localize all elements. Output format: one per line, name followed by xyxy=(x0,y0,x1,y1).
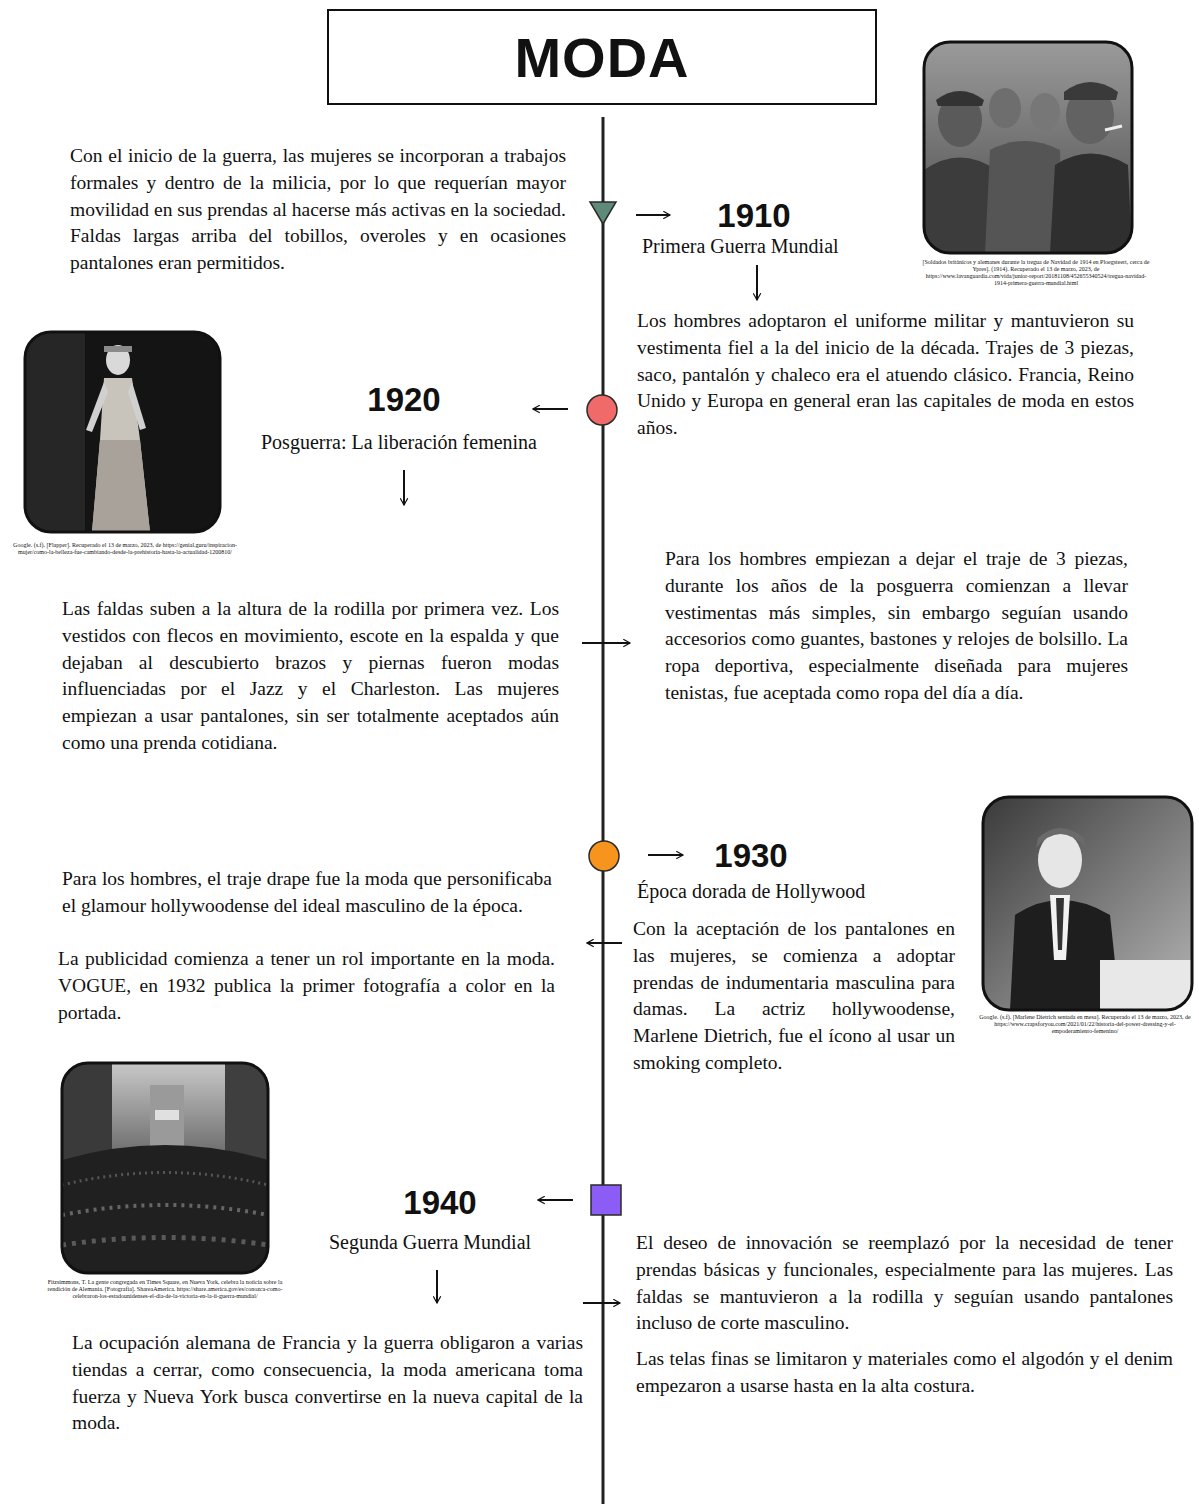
photo-frame xyxy=(924,42,1132,253)
photo-ground xyxy=(924,42,1132,253)
headband xyxy=(104,346,132,352)
body-text: Para los hombres empiezan a dejar el tra… xyxy=(665,546,1128,707)
year-label: 1930 xyxy=(686,836,816,876)
soldier-head xyxy=(1030,93,1060,131)
pointer-arrow xyxy=(403,470,405,505)
dress-fringe xyxy=(92,440,150,532)
body-text: Los hombres adoptaron el uniforme milita… xyxy=(637,308,1134,442)
soldier-coat xyxy=(985,141,1062,253)
timeline-marker xyxy=(590,202,616,224)
crowd xyxy=(62,1145,268,1273)
crowd-texture xyxy=(62,1205,268,1215)
soldier-head xyxy=(989,88,1021,128)
timeline-marker xyxy=(589,841,619,871)
cigarette xyxy=(1105,126,1122,130)
pointer-arrow xyxy=(533,408,568,410)
figure-shirt xyxy=(1050,895,1070,960)
billboard xyxy=(155,1110,179,1120)
year-label: 1920 xyxy=(339,380,469,420)
figure-head xyxy=(1038,832,1082,888)
photo-soldiers xyxy=(924,42,1132,253)
crowd-texture xyxy=(62,1238,268,1246)
figure-hair xyxy=(1036,828,1086,848)
pointer-arrow xyxy=(436,1270,438,1303)
pointer-arrow xyxy=(538,1199,573,1201)
curtain xyxy=(25,332,85,532)
pointer-arrow xyxy=(587,942,622,944)
photo-caption: Google. (s.f). [Flapper]. Recuperado el … xyxy=(5,542,245,556)
era-subtitle: Época dorada de Hollywood xyxy=(637,879,937,903)
soldier-cap xyxy=(1064,82,1118,100)
timeline-axis xyxy=(602,117,605,1504)
body-text: Las faldas suben a la altura de la rodil… xyxy=(62,596,559,757)
pointer-arrow xyxy=(648,854,683,856)
pointer-arrow xyxy=(636,214,670,216)
timeline-marker xyxy=(587,395,617,425)
pointer-arrow xyxy=(756,265,758,300)
title-text: MODA xyxy=(514,25,689,90)
photo-frame xyxy=(983,797,1192,1010)
body-text: La publicidad comienza a tener un rol im… xyxy=(58,946,555,1026)
title-box: MODA xyxy=(327,9,877,105)
table xyxy=(1100,960,1192,1010)
photo-times-square xyxy=(62,1063,268,1273)
photo-dietrich xyxy=(983,797,1192,1010)
era-subtitle: Posguerra: La liberación femenina xyxy=(229,430,569,454)
body-text: La ocupación alemana de Francia y la gue… xyxy=(72,1330,583,1437)
photo-frame xyxy=(25,332,220,532)
figure-tie xyxy=(1056,898,1064,950)
photo-flapper xyxy=(25,332,220,532)
era-subtitle: Segunda Guerra Mundial xyxy=(305,1230,555,1254)
soldier-coat xyxy=(1050,154,1132,254)
era-subtitle: Primera Guerra Mundial xyxy=(642,234,902,258)
pointer-arrow xyxy=(583,1302,620,1304)
photo-frame xyxy=(62,1063,268,1273)
figure-arm xyxy=(128,382,146,430)
timeline-marker xyxy=(591,1185,621,1215)
pointer-arrow xyxy=(582,642,630,644)
photo-caption: Fitzsimmons, T. La gente congregada en T… xyxy=(45,1279,285,1300)
crowd-texture xyxy=(62,1173,268,1186)
photo-caption: Google. (s.f). [Marlene Dietrich sentada… xyxy=(978,1014,1192,1035)
soldier-cap xyxy=(936,91,984,106)
figure-arm xyxy=(86,382,108,432)
year-label: 1910 xyxy=(689,196,819,236)
body-text: Con la aceptación de los pantalones en l… xyxy=(633,916,955,1077)
body-text: Las telas finas se limitaron y materiale… xyxy=(636,1346,1173,1400)
photo-caption: [Soldados británicos y alemanes durante … xyxy=(920,259,1152,287)
photo-ground xyxy=(62,1063,268,1273)
body-text: Con el inicio de la guerra, las mujeres … xyxy=(70,143,566,277)
year-label: 1940 xyxy=(375,1183,505,1223)
photo-ground xyxy=(25,332,220,532)
photo-ground xyxy=(983,797,1192,1010)
body-text: El deseo de innovación se reemplazó por … xyxy=(636,1230,1173,1337)
body-text: Para los hombres, el traje drape fue la … xyxy=(62,866,552,920)
